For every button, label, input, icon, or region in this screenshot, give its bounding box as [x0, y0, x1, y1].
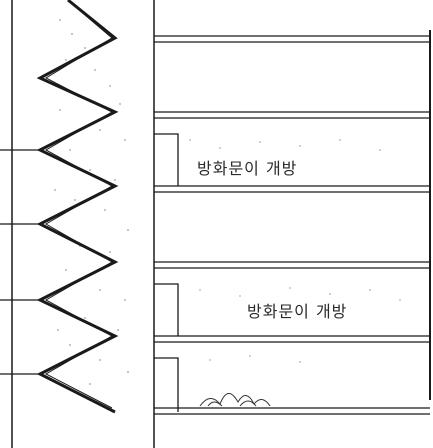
fire-door-bottom — [154, 357, 179, 412]
landing-ledges — [0, 149, 40, 375]
door-open-label-lower: 방화문이 개방 — [247, 302, 348, 321]
floor-slabs — [154, 35, 430, 415]
door-open-label-upper: 방화문이 개방 — [197, 159, 298, 178]
fire-icon — [199, 393, 271, 407]
stair-flights-underside — [44, 3, 114, 409]
stair-flights — [36, 0, 119, 414]
smoke-in-corridor — [189, 139, 401, 363]
smoke-in-stairwell — [54, 19, 129, 385]
open-fire-door-lower — [154, 283, 179, 336]
open-fire-door-upper — [154, 133, 179, 186]
